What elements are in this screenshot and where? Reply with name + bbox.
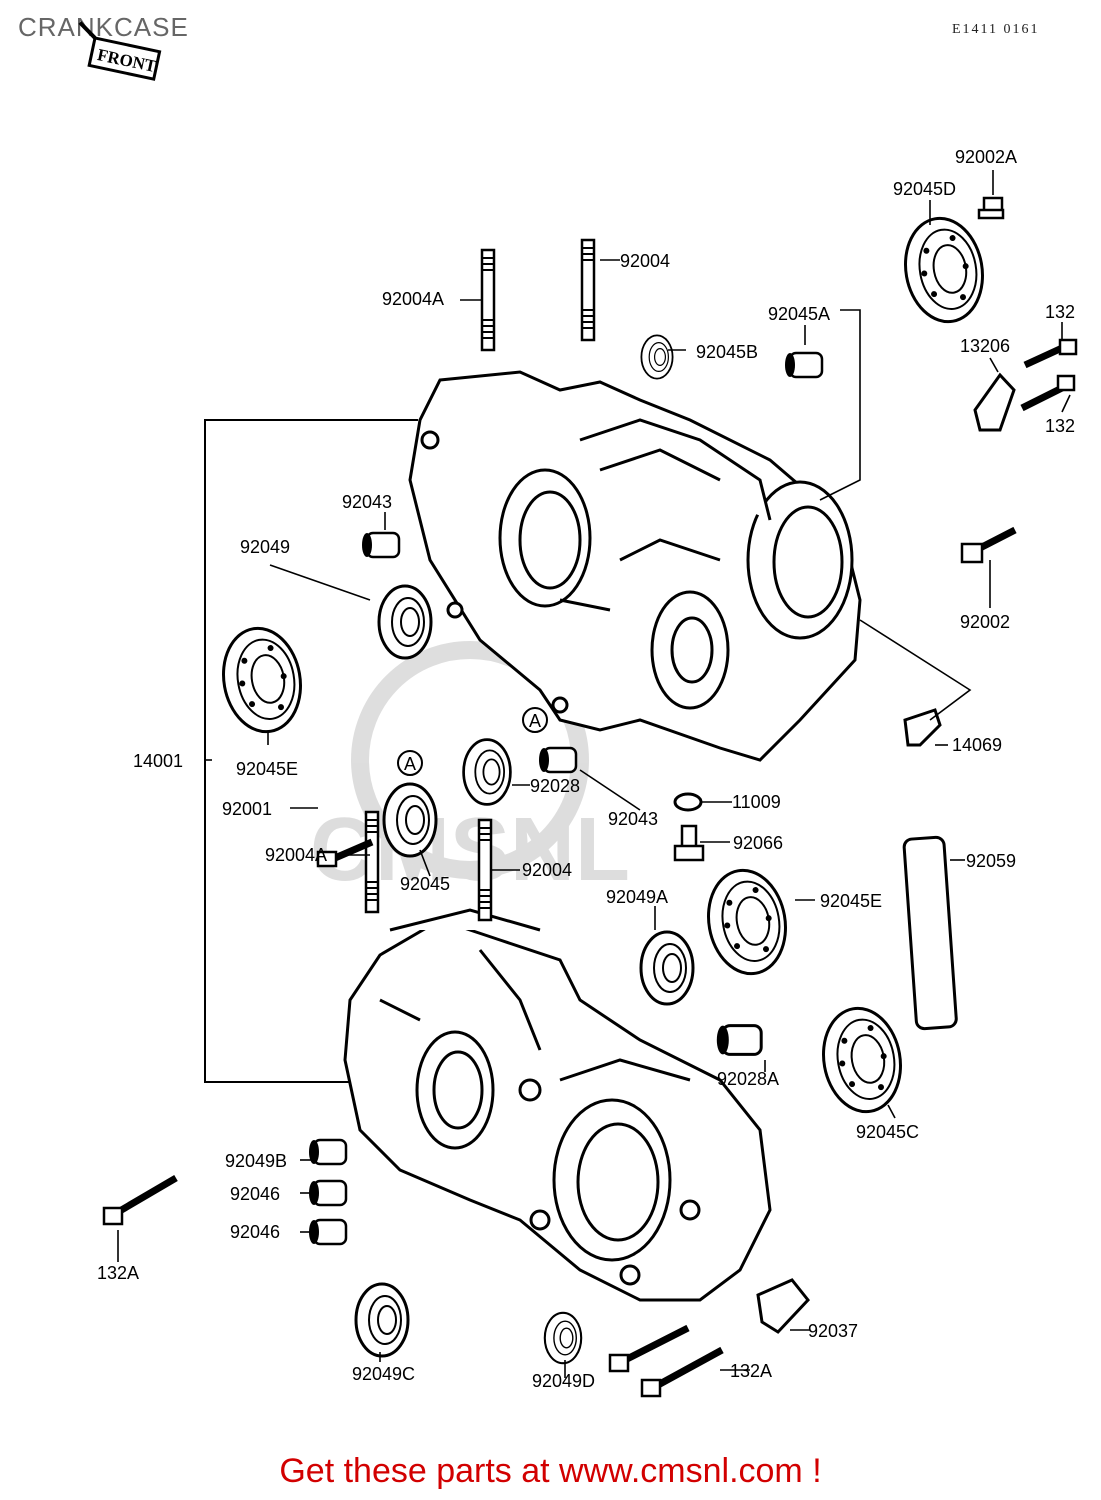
washer-11009 <box>673 792 703 812</box>
stud-92004A-top <box>480 248 496 352</box>
part-label-92049: 92049 <box>240 537 290 557</box>
upper-crankcase-half <box>408 370 862 762</box>
bolt-132-mid <box>1020 374 1076 412</box>
part-label-92045B: 92045B <box>696 342 758 362</box>
bearing-92045E-right <box>699 862 795 982</box>
bolt-132A-bottom-a <box>608 1324 690 1373</box>
callout-a-2: A <box>397 750 423 776</box>
svg-text:A: A <box>404 754 416 774</box>
part-label-132-mid: 132 <box>1045 416 1075 436</box>
part-label-92028A: 92028A <box>717 1069 779 1089</box>
part-label-92043-top: 92043 <box>342 492 392 512</box>
bolt-132-top <box>1023 338 1078 369</box>
part-label-92049B: 92049B <box>225 1151 287 1171</box>
part-label-92028: 92028 <box>530 776 580 796</box>
bracket-13206 <box>973 372 1016 432</box>
part-label-92046-a: 92046 <box>230 1184 280 1204</box>
part-label-11009: 11009 <box>732 792 781 812</box>
part-label-92037: 92037 <box>808 1321 858 1341</box>
bolt-132A-left <box>102 1174 178 1226</box>
part-label-132-top: 132 <box>1045 302 1075 322</box>
bearing-92045D <box>896 210 992 330</box>
page-title: CRANKCASE <box>18 12 189 42</box>
part-label-14001: 14001 <box>133 751 183 771</box>
part-label-132A-left: 132A <box>97 1263 139 1283</box>
part-label-92045E-left: 92045E <box>236 759 298 779</box>
part-label-13206: 13206 <box>960 336 1010 356</box>
bolt-92002A <box>977 196 1005 220</box>
seal-92045 <box>382 782 438 858</box>
part-label-14069: 14069 <box>952 735 1002 755</box>
bolt-92001 <box>316 838 374 868</box>
bearing-92045E-left <box>214 620 310 740</box>
exploded-parts-diagram: CMSNL FRONT <box>78 21 1078 1398</box>
pipe-92059 <box>902 835 958 1031</box>
part-label-92004-top: 92004 <box>620 251 670 271</box>
stud-92004-bottom <box>477 818 493 922</box>
part-label-92049D: 92049D <box>532 1371 595 1391</box>
part-label-92045C: 92045C <box>856 1122 919 1142</box>
part-label-92045A: 92045A <box>768 304 830 324</box>
leader-lines <box>117 170 1071 1378</box>
part-label-92002A: 92002A <box>955 147 1017 167</box>
part-label-92004A-bottom: 92004A <box>265 845 327 865</box>
cmsnl-parts-link[interactable]: Get these parts at www.cmsnl.com ! <box>279 1452 822 1490</box>
bolt-132A-bottom-b <box>640 1346 724 1398</box>
part-label-92043-mid: 92043 <box>608 809 658 829</box>
callout-a-1: A <box>522 707 548 733</box>
seal-92049C <box>354 1282 410 1358</box>
part-label-92045D: 92045D <box>893 179 956 199</box>
part-labels: 92002A 92045D 92004 92004A 92045A 132 13… <box>97 147 1075 1391</box>
part-label-92001: 92001 <box>222 799 272 819</box>
seal-92049 <box>377 584 433 660</box>
svg-text:CMSNL: CMSNL <box>310 800 630 900</box>
part-label-92004A-top: 92004A <box>382 289 444 309</box>
svg-text:A: A <box>529 711 541 731</box>
stud-92004-top <box>580 238 596 342</box>
dowel-92045A <box>783 351 824 379</box>
part-label-92049A: 92049A <box>606 887 668 907</box>
stud-92004A-bottom <box>364 810 380 914</box>
lower-crankcase-half <box>343 908 772 1302</box>
part-label-132A-bottom: 132A <box>730 1361 772 1381</box>
dowel-92028A <box>715 1024 763 1056</box>
seal-92049A <box>639 930 695 1006</box>
plug-92066 <box>673 824 705 862</box>
part-label-92045E-right: 92045E <box>820 891 882 911</box>
bracket-92037 <box>756 1278 810 1334</box>
dowel-92043-top <box>360 531 401 559</box>
part-label-92004-bottom: 92004 <box>522 860 572 880</box>
footer-link-container: Get these parts at www.cmsnl.com ! <box>0 1452 1101 1491</box>
part-label-92002: 92002 <box>960 612 1010 632</box>
seal-92049D <box>543 1311 583 1365</box>
watermark: CMSNL <box>310 641 630 900</box>
seal-92028 <box>462 738 512 806</box>
elbow-14069 <box>903 708 942 747</box>
bearing-92045C <box>814 1000 910 1120</box>
part-label-92059: 92059 <box>966 851 1016 871</box>
diagram-code: E1411 0161 <box>952 22 1040 37</box>
front-arrow-icon: FRONT <box>78 21 162 81</box>
dowel-92043-mid <box>537 746 578 774</box>
bolt-92002 <box>960 526 1017 564</box>
frame-14001 <box>204 419 418 1083</box>
part-label-92066: 92066 <box>733 833 783 853</box>
part-label-92045: 92045 <box>400 874 450 894</box>
bearing-92045B <box>640 334 674 380</box>
part-label-92049C: 92049C <box>352 1364 415 1384</box>
part-label-92046-b: 92046 <box>230 1222 280 1242</box>
